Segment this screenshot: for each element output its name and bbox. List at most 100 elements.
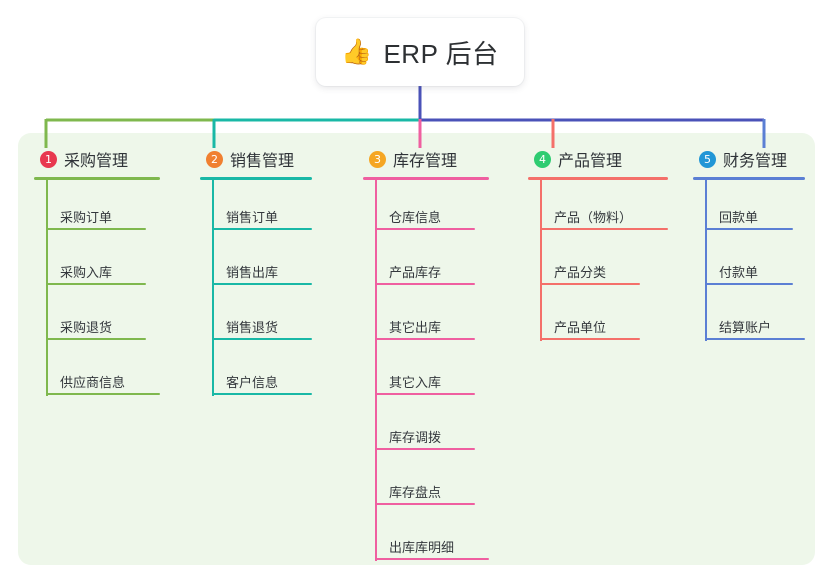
leaf-item[interactable]: 产品（物料） [528,180,668,235]
leaf-label: 其它入库 [389,375,442,390]
branch-items: 采购订单采购入库采购退货供应商信息 [34,180,160,400]
branch-spine [212,180,214,396]
leaf-item[interactable]: 付款单 [693,235,805,290]
branch-title: 采购管理 [64,153,129,170]
branch-column-3[interactable]: 3 库存管理仓库信息产品库存其它出库其它入库库存调拨库存盘点出库库明细 [363,146,489,565]
branch-underline [528,177,668,180]
leaf-item[interactable]: 采购入库 [34,235,160,290]
leaf-underline [46,338,146,340]
leaf-item[interactable]: 回款单 [693,180,805,235]
branch-number-badge: 4 [534,150,551,168]
thumbs-up-icon: 👍 [341,37,373,66]
branch-items: 仓库信息产品库存其它出库其它入库库存调拨库存盘点出库库明细 [363,180,489,565]
branch-underline [363,177,489,180]
branch-header-2[interactable]: 2 销售管理 [200,146,312,172]
leaf-item[interactable]: 销售订单 [200,180,312,235]
leaf-underline [540,338,640,340]
leaf-label: 销售订单 [226,210,279,225]
branch-title: 产品管理 [558,153,623,170]
branch-items: 回款单付款单结算账户 [693,180,805,345]
leaf-underline [375,448,475,450]
branch-number-badge: 3 [369,150,386,168]
leaf-label: 出库库明细 [389,540,455,555]
branch-column-5[interactable]: 5 财务管理回款单付款单结算账户 [693,146,805,345]
leaf-item[interactable]: 结算账户 [693,290,805,345]
leaf-underline [375,228,475,230]
branch-items: 销售订单销售出库销售退货客户信息 [200,180,312,400]
leaf-underline [212,228,312,230]
branch-underline [200,177,312,180]
leaf-item[interactable]: 其它出库 [363,290,489,345]
leaf-label: 其它出库 [389,320,442,335]
branch-spine [540,180,542,341]
leaf-item[interactable]: 产品分类 [528,235,668,290]
branch-spine [46,180,48,396]
leaf-underline [540,228,668,230]
leaf-underline [540,283,640,285]
leaf-item[interactable]: 销售出库 [200,235,312,290]
leaf-underline [212,393,312,395]
leaf-label: 销售退货 [226,320,279,335]
branch-underline [34,177,160,180]
leaf-underline [46,283,146,285]
branch-spine [375,180,377,561]
branch-underline [693,177,805,180]
root-title: ERP 后台 [383,38,499,69]
leaf-item[interactable]: 库存调拨 [363,400,489,455]
leaf-item[interactable]: 产品库存 [363,235,489,290]
branch-header-3[interactable]: 3 库存管理 [363,146,489,172]
leaf-item[interactable]: 客户信息 [200,345,312,400]
leaf-underline [375,558,489,560]
leaf-label: 供应商信息 [60,375,126,390]
leaf-item[interactable]: 其它入库 [363,345,489,400]
leaf-label: 付款单 [719,265,759,280]
branch-number-badge: 1 [40,150,57,168]
leaf-label: 结算账户 [719,320,772,335]
leaf-underline [375,393,475,395]
leaf-label: 采购退货 [60,320,113,335]
leaf-label: 库存盘点 [389,485,442,500]
branch-title: 财务管理 [723,153,788,170]
leaf-item[interactable]: 库存盘点 [363,455,489,510]
leaf-label: 销售出库 [226,265,279,280]
leaf-item[interactable]: 出库库明细 [363,510,489,565]
branch-items: 产品（物料） 产品分类产品单位 [528,180,668,345]
leaf-label: 库存调拨 [389,430,442,445]
leaf-underline [705,338,805,340]
root-node[interactable]: 👍 ERP 后台 [316,18,524,86]
leaf-item[interactable]: 采购订单 [34,180,160,235]
leaf-label: 仓库信息 [389,210,442,225]
branches-panel [18,133,815,565]
leaf-underline [46,228,146,230]
leaf-label: 回款单 [719,210,759,225]
leaf-label: 客户信息 [226,375,279,390]
leaf-label: 产品单位 [554,320,607,335]
leaf-label: 采购订单 [60,210,113,225]
leaf-label: 产品分类 [554,265,607,280]
leaf-item[interactable]: 仓库信息 [363,180,489,235]
leaf-label: 采购入库 [60,265,113,280]
branch-title: 销售管理 [230,153,295,170]
leaf-underline [375,283,475,285]
branch-column-4[interactable]: 4 产品管理产品（物料） 产品分类产品单位 [528,146,668,345]
leaf-underline [375,503,475,505]
leaf-item[interactable]: 产品单位 [528,290,668,345]
branch-number-badge: 5 [699,150,716,168]
leaf-item[interactable]: 采购退货 [34,290,160,345]
leaf-label: 产品库存 [389,265,442,280]
branch-title: 库存管理 [393,153,458,170]
leaf-label: 产品（物料） [554,210,633,225]
leaf-underline [375,338,475,340]
branch-column-1[interactable]: 1 采购管理采购订单采购入库采购退货供应商信息 [34,146,160,400]
branch-number-badge: 2 [206,150,223,168]
branch-header-1[interactable]: 1 采购管理 [34,146,160,172]
branch-header-5[interactable]: 5 财务管理 [693,146,805,172]
branch-column-2[interactable]: 2 销售管理销售订单销售出库销售退货客户信息 [200,146,312,400]
branch-header-4[interactable]: 4 产品管理 [528,146,668,172]
leaf-item[interactable]: 销售退货 [200,290,312,345]
leaf-underline [705,228,793,230]
leaf-underline [212,338,312,340]
leaf-item[interactable]: 供应商信息 [34,345,160,400]
leaf-underline [705,283,793,285]
